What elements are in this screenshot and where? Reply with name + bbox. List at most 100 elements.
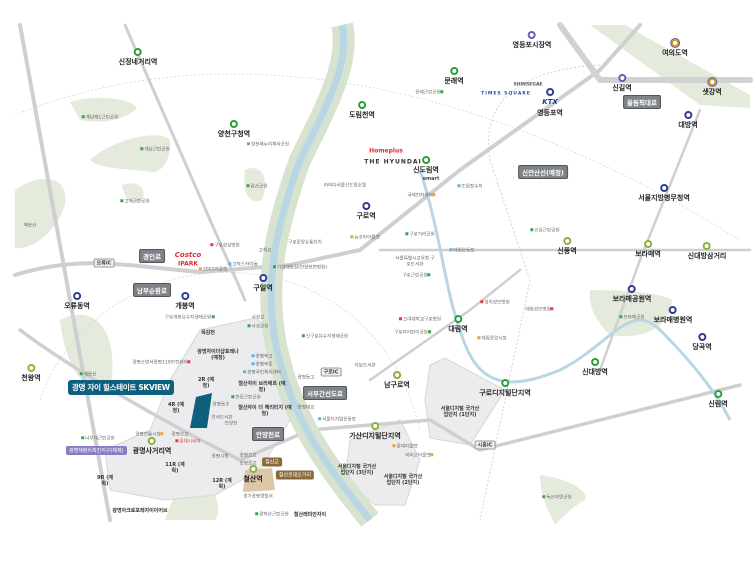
label: 광명대교	[297, 405, 315, 411]
poi: 고척교	[259, 248, 272, 254]
poi-marker-icon	[432, 193, 436, 197]
label: 철산자이 더 헤리티지 (예정)	[238, 405, 292, 417]
station-oryu-dong[interactable]: 오류동역	[64, 292, 90, 311]
station-name: 신대방삼거리	[687, 252, 727, 260]
label: 기업대동길(안양천변정원)	[276, 265, 328, 271]
station-name: 샛강역	[702, 88, 722, 96]
station-marker-icon	[133, 48, 142, 56]
poi-marker-icon	[392, 444, 396, 448]
station-yeongdeungpo-market[interactable]: 영등포시장역	[513, 31, 551, 50]
poi-marker-icon	[243, 370, 247, 374]
label: 구로중앙유통단지	[288, 240, 322, 246]
station-guil[interactable]: 구일역	[253, 274, 273, 293]
poi: 하늘도서관	[354, 363, 375, 369]
label: 안양천	[224, 421, 238, 427]
poi: 뉴코아아울렛	[350, 235, 380, 241]
label: 하늘도서관	[354, 363, 376, 369]
label	[590, 25, 750, 108]
station-saetgang[interactable]: 샛강역	[702, 78, 722, 97]
station-gaebong[interactable]: 개봉역	[175, 292, 195, 311]
station-namguro[interactable]: 남구로역	[384, 371, 410, 390]
brand-times-square: TIMES SQUARE	[481, 91, 531, 97]
station-sillim[interactable]: 신림역	[708, 390, 728, 409]
poi: 대림성모병원	[525, 307, 554, 313]
road-label-seobu-ganseon: 서부간선도로	[303, 386, 347, 400]
label: 신길근린공원	[534, 228, 560, 234]
station-marker-icon	[627, 285, 636, 293]
label: 사성교	[251, 315, 265, 321]
station-danggok[interactable]: 당곡역	[692, 333, 712, 352]
station-yeouido[interactable]: 여의도역	[662, 39, 688, 58]
poi: 문래근린공원	[415, 90, 444, 96]
poi-marker-icon	[210, 243, 214, 247]
station-marker-icon	[453, 315, 462, 323]
label: 매봉산	[23, 223, 37, 229]
label: 성지성모병원	[484, 300, 510, 306]
poi: 구로리어린이공원	[394, 330, 432, 336]
poi: 광명대교	[298, 405, 315, 411]
label	[540, 475, 586, 525]
station-sindaebang-samgeori[interactable]: 신대방삼거리	[687, 242, 727, 261]
station-sindorim[interactable]: 신도림역	[413, 156, 439, 175]
label: 구로근린공원	[402, 273, 428, 279]
poi-marker-icon	[81, 436, 85, 440]
brand-hyundai: THE HYUNDAI	[364, 158, 422, 166]
poi-marker-icon	[318, 417, 322, 421]
station-cheolsan[interactable]: 철산역	[243, 465, 263, 484]
brand-ipark: IPARK	[178, 260, 198, 268]
station-name: 신림역	[708, 400, 728, 408]
poi: 9R (계획)	[94, 475, 116, 487]
station-mullae[interactable]: 문래역	[444, 67, 464, 86]
station-guro[interactable]: 구로역	[356, 202, 376, 221]
poi: 매봉산	[24, 223, 37, 229]
station-dorimcheon[interactable]: 도림천역	[349, 101, 375, 120]
station-yangcheon-gu-office[interactable]: 양천구청역	[218, 120, 250, 139]
poi: 광명국민체육센터	[243, 370, 281, 376]
station-name: 구로디지털단지역	[479, 389, 531, 397]
poi: 광명전통시장	[135, 432, 164, 438]
station-boramae-hospital[interactable]: 보라매병원역	[654, 306, 692, 325]
station-gasan-digital[interactable]: 가산디지털단지역	[349, 422, 401, 441]
station-cheonwang[interactable]: 천왕역	[21, 364, 41, 383]
station-daerim[interactable]: 대림역	[448, 315, 468, 334]
poi: 신구로유수지생태공원	[301, 334, 348, 340]
poi-marker-icon	[251, 354, 255, 358]
redevelopment-zone-label: 광명재정비촉진지구(해제)	[66, 446, 127, 455]
station-guro-digital[interactable]: 구로디지털단지역	[479, 379, 531, 398]
poi-marker-icon	[440, 90, 444, 94]
poi: 서울디지털운동장	[318, 417, 356, 423]
poi-marker-icon	[187, 360, 191, 364]
station-boramae-park[interactable]: 보라매공원역	[612, 285, 652, 304]
poi: 독산자연공원	[542, 495, 572, 501]
station-yeongdeungpo[interactable]: 영등포역	[537, 88, 563, 118]
station-singil[interactable]: 신길역	[612, 74, 632, 93]
station-name: 대림역	[448, 325, 468, 333]
label: 11R (계획)	[165, 462, 185, 474]
poi-marker-icon	[81, 115, 85, 119]
label: 고척스카이돔	[232, 262, 258, 268]
poi: 2001아울렛	[198, 267, 227, 273]
label: 롯데시네마	[179, 439, 201, 445]
station-marker-icon	[72, 292, 81, 300]
station-sindaebang[interactable]: 신대방역	[582, 358, 608, 377]
roads	[13, 22, 753, 522]
station-daebang[interactable]: 대방역	[678, 111, 698, 130]
label: 4R (예정)	[168, 402, 184, 414]
poi: 광명동초	[213, 402, 230, 408]
poi: 계몽산	[79, 372, 96, 378]
station-gwangmyeong-sageori[interactable]: 광명사거리역	[133, 437, 171, 456]
poi: 구로개봉유수지생태공원	[165, 315, 216, 321]
poi-marker-icon	[228, 262, 232, 266]
poi-marker-icon	[350, 235, 354, 239]
label: 서울디지털 국가산업단지 (3단지)	[337, 464, 377, 476]
station-boramae[interactable]: 보라매역	[635, 240, 661, 259]
station-sinpung[interactable]: 신풍역	[557, 237, 577, 256]
station-military-manpower[interactable]: 서울지방병무청역	[638, 184, 690, 203]
station-name: 보라매공원역	[612, 295, 652, 303]
poi: 한중근린공원	[231, 395, 261, 401]
poi: 4R (예정)	[166, 402, 186, 414]
poi: 연서도서관	[211, 415, 232, 421]
label	[70, 97, 137, 122]
station-sinjeong-negeori[interactable]: 신정네거리역	[119, 48, 157, 67]
